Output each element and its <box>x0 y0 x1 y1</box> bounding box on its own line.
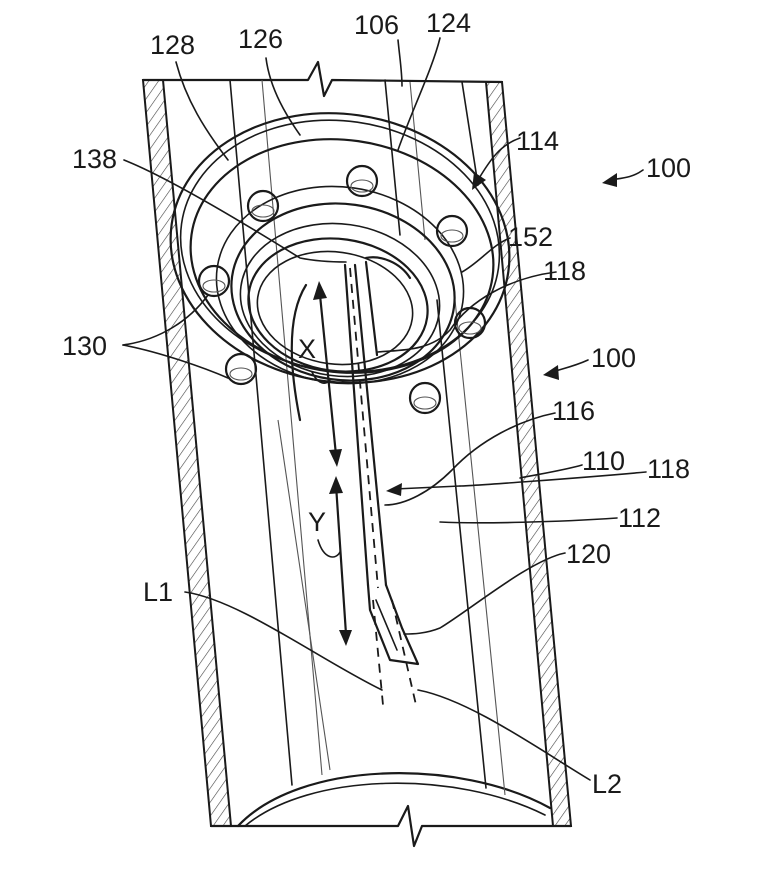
bolt <box>453 306 487 340</box>
label-100-top: 100 <box>646 153 691 183</box>
leader-lines <box>122 37 647 781</box>
pipe-contour-lines <box>229 79 506 796</box>
indicator-arrow <box>386 483 461 496</box>
label-126: 126 <box>238 24 283 54</box>
wire-element <box>343 263 420 666</box>
label-120: 120 <box>566 539 611 569</box>
label-100-mid: 100 <box>591 343 636 373</box>
arrow-100-top <box>602 169 644 187</box>
axis-labels: X Y <box>298 334 326 537</box>
label-L1: L1 <box>143 577 173 607</box>
label-y: Y <box>308 507 326 537</box>
bolt <box>246 189 280 223</box>
label-138: 138 <box>72 144 117 174</box>
label-L2: L2 <box>592 769 622 799</box>
flange-assembly <box>169 112 511 385</box>
bolt <box>224 352 258 386</box>
label-118-top: 118 <box>543 256 586 286</box>
axis-lines <box>372 599 417 706</box>
label-110: 110 <box>582 446 625 476</box>
label-128: 128 <box>150 30 195 60</box>
label-106: 106 <box>354 10 399 40</box>
bolt <box>435 214 469 248</box>
label-112: 112 <box>618 503 661 533</box>
label-x: X <box>298 334 316 364</box>
pipe-wall <box>141 60 573 848</box>
bolt <box>408 381 442 415</box>
arrow-x <box>311 281 342 467</box>
label-152: 152 <box>508 222 553 252</box>
bolt <box>345 164 379 198</box>
label-114: 114 <box>516 126 559 156</box>
reference-labels: 128 126 106 124 138 114 100 152 118 130 … <box>62 8 691 799</box>
label-116: 116 <box>552 396 595 426</box>
label-130: 130 <box>62 331 107 361</box>
label-124: 124 <box>426 8 471 38</box>
arrow-y <box>317 476 352 646</box>
arrow-114 <box>472 137 521 190</box>
bolt <box>197 264 231 298</box>
inner-tube <box>290 256 412 422</box>
label-118-right: 118 <box>647 454 690 484</box>
arrow-100-mid <box>543 359 589 380</box>
